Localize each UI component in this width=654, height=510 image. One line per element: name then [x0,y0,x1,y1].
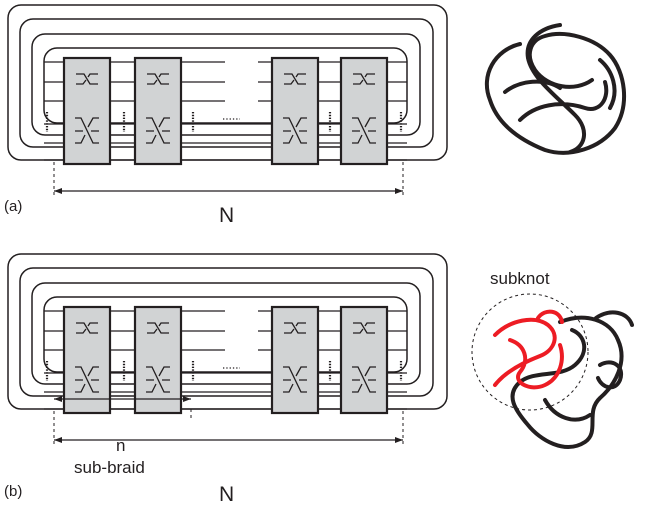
panel-a [7,4,448,198]
knot-b-strand [510,315,624,449]
crossing-strand [352,117,376,144]
crossing-strand [146,117,170,144]
crossing-strand [352,366,376,393]
closure-loop-3 [31,282,421,385]
braid-box-frame [133,56,183,166]
arrow-head [183,396,191,402]
knot-a-strand [503,58,617,110]
crossing-strand [284,73,306,85]
crossing-strand [283,366,307,393]
crossing-strand [147,73,169,85]
crossing-strand [353,73,375,85]
braid-box-frame [339,56,389,166]
subknot-red-strand [493,309,564,390]
crossing-strand [76,73,98,85]
crossing-strand [283,366,307,393]
panel-b-sub-braid-label: sub-braid [74,458,145,477]
crossing-strand [147,73,169,85]
braid-box-1 [62,56,112,166]
crossing-strand [283,117,307,144]
panel-a-span-label: N [219,204,235,227]
crossing-strand [283,117,307,144]
crossing-strand [353,322,375,334]
crossing-strand [352,117,376,144]
crossing-strand [147,322,169,334]
crossing-strand [352,366,376,393]
crossing-strand [284,73,306,85]
arrow-head [54,396,62,402]
closure-loop-2 [19,267,434,397]
crossing-strand [147,322,169,334]
braid-box-frame [339,305,389,415]
subknot-label: subknot [490,269,550,288]
braid-box-frame [270,56,320,166]
knot-a-strand [518,23,609,154]
braid-box-frame [62,305,112,415]
crossing-strand [76,73,98,85]
braid-box-3 [270,56,320,166]
arrow-head [54,188,62,194]
panel-b-sub-span-label: n [116,436,126,455]
crossing-strand [75,117,99,144]
arrow-head [395,437,403,443]
braid-box-frame [62,56,112,166]
braid-box-4 [339,305,389,415]
braid-box-frame [270,305,320,415]
crossing-strand [75,366,99,393]
panel-b-span-label: N [219,483,235,506]
closure-loop-3 [31,33,421,136]
braid-box-3 [270,305,320,415]
braid-box-2 [133,305,183,415]
closure-loop-2 [19,18,434,148]
arrow-head [395,188,403,194]
panel-a-label: (a) [4,198,23,215]
braid-box-2 [133,56,183,166]
crossing-strand [146,366,170,393]
braid-box-4 [339,56,389,166]
crossing-strand [76,322,98,334]
crossing-strand [284,322,306,334]
crossing-strand [353,73,375,85]
crossing-strand [76,322,98,334]
crossing-strand [146,366,170,393]
closure-loop-4 [43,47,408,124]
crossing-strand [146,117,170,144]
crossing-strand [353,322,375,334]
panel-b-label: (b) [4,483,23,500]
braid-box-1 [62,305,112,415]
braid-box-frame [133,305,183,415]
crossing-strand [75,117,99,144]
knot-a-strand [484,32,627,155]
arrow-head [54,437,62,443]
crossing-strand [75,366,99,393]
crossing-strand [284,322,306,334]
closure-loop-4 [43,296,408,373]
knot-b-strand [543,310,634,422]
subknot-boundary [471,293,589,411]
panel-b [7,253,448,447]
